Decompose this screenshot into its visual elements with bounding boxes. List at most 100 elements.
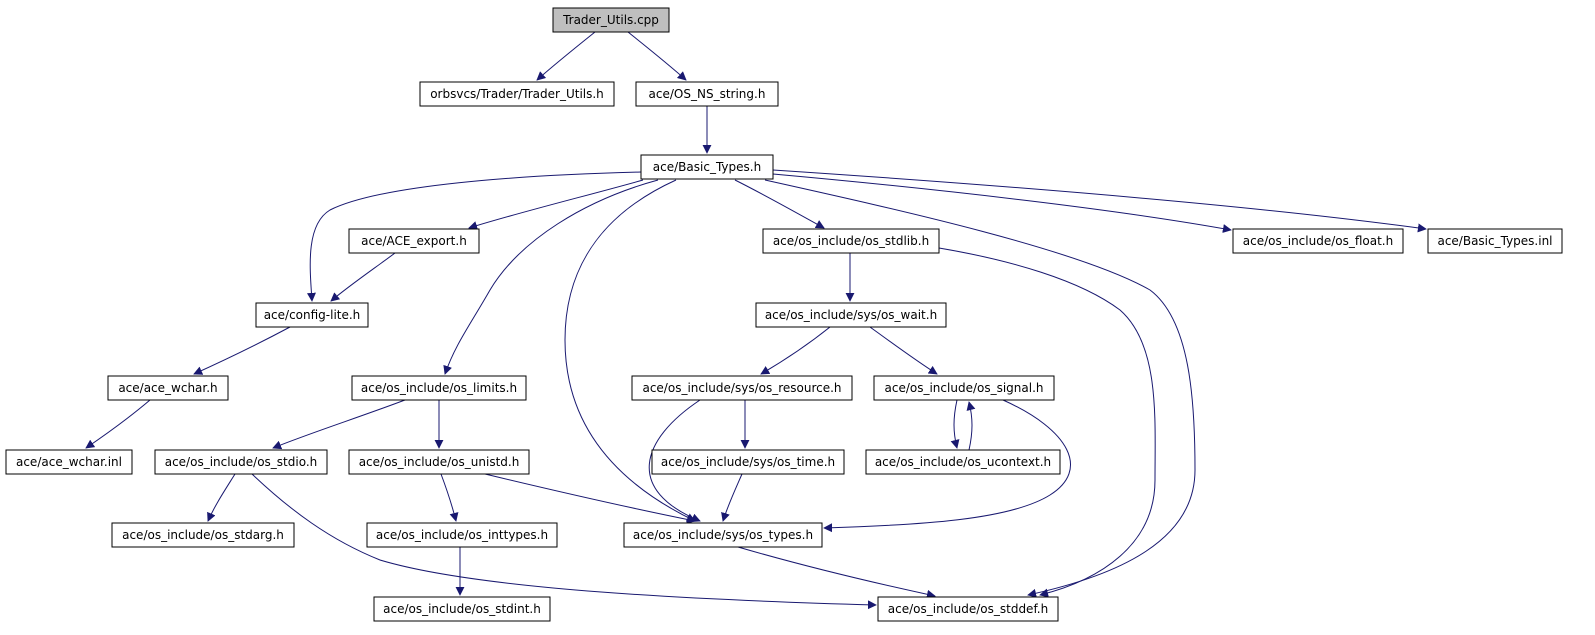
- node-label: ace/os_include/os_stdarg.h: [122, 528, 284, 542]
- node-label: ace/os_include/os_signal.h: [885, 381, 1044, 395]
- node-basic-types-h[interactable]: ace/Basic_Types.h: [640, 154, 774, 180]
- node-os-unistd-h[interactable]: ace/os_include/os_unistd.h: [348, 449, 530, 475]
- edge-os_resource_h-to-os_types_h: [648, 399, 701, 523]
- edge-line: [772, 173, 1232, 233]
- node-ace-wchar-inl[interactable]: ace/ace_wchar.inl: [5, 449, 133, 475]
- node-os-time-h[interactable]: ace/os_include/sys/os_time.h: [651, 449, 845, 475]
- node-box: [351, 375, 527, 401]
- node-label: ace/ACE_export.h: [361, 234, 467, 248]
- edge-os_signal_h-to-os_ucontext_h: [950, 399, 960, 449]
- node-ace-wchar-h[interactable]: ace/ace_wchar.h: [107, 375, 229, 401]
- edge-line: [468, 179, 644, 230]
- edge-os_limits_h-to-os_stdio_h: [272, 399, 406, 450]
- edge-line: [443, 179, 659, 375]
- edge-basic_types_h-to-basic_types_inl: [772, 169, 1427, 233]
- node-box: [755, 302, 947, 328]
- node-label: ace/ace_wchar.inl: [16, 455, 122, 469]
- edge-line: [648, 399, 701, 523]
- edge-ace_wchar_h-to-ace_wchar_inl: [85, 399, 151, 449]
- node-label: ace/os_include/sys/os_types.h: [633, 528, 813, 542]
- node-os-stdint-h[interactable]: ace/os_include/os_stdint.h: [373, 596, 551, 622]
- node-box: [873, 375, 1055, 401]
- node-box: [348, 228, 480, 254]
- node-label: ace/os_include/os_stdio.h: [165, 455, 318, 469]
- node-os-stdlib-h[interactable]: ace/os_include/os_stdlib.h: [762, 228, 940, 254]
- edges-layer: [85, 31, 1427, 610]
- node-os-stdio-h[interactable]: ace/os_include/os_stdio.h: [154, 449, 328, 475]
- edge-line: [564, 179, 696, 522]
- edge-os_signal_h-to-os_types_h: [823, 399, 1071, 533]
- edge-line: [251, 473, 877, 610]
- node-os-limits-h[interactable]: ace/os_include/os_limits.h: [351, 375, 527, 401]
- node-os-ns-string-h[interactable]: ace/OS_NS_string.h: [635, 81, 779, 107]
- node-box: [865, 449, 1061, 475]
- edge-line: [193, 326, 291, 375]
- node-os-wait-h[interactable]: ace/os_include/sys/os_wait.h: [755, 302, 947, 328]
- edge-line: [484, 473, 696, 524]
- node-label: ace/os_include/os_stddef.h: [888, 602, 1048, 616]
- node-basic-types-inl[interactable]: ace/Basic_Types.inl: [1427, 228, 1563, 254]
- node-label: ace/os_include/sys/os_resource.h: [642, 381, 841, 395]
- node-os-float-h[interactable]: ace/os_include/os_float.h: [1232, 228, 1404, 254]
- node-os-signal-h[interactable]: ace/os_include/os_signal.h: [873, 375, 1055, 401]
- node-os-ucontext-h[interactable]: ace/os_include/os_ucontext.h: [865, 449, 1061, 475]
- node-os-resource-h[interactable]: ace/os_include/sys/os_resource.h: [631, 375, 853, 401]
- node-box: [552, 7, 670, 33]
- node-box: [877, 596, 1059, 622]
- node-ace-export-h[interactable]: ace/ACE_export.h: [348, 228, 480, 254]
- edge-line: [760, 326, 831, 375]
- node-label: ace/OS_NS_string.h: [649, 87, 766, 101]
- edge-line: [772, 169, 1427, 233]
- node-box: [419, 81, 615, 107]
- edge-line: [823, 399, 1071, 533]
- node-box: [5, 449, 133, 475]
- edge-os_unistd_h-to-os_types_h: [484, 473, 696, 524]
- edge-ace_export_h-to-config_lite_h: [330, 252, 396, 302]
- edge-os_stdio_h-to-os_stdarg_h: [207, 473, 236, 522]
- node-label: ace/os_include/os_stdlib.h: [773, 234, 929, 248]
- edge-os_types_h-to-os_stddef_h: [737, 546, 936, 599]
- node-label: ace/os_include/os_inttypes.h: [376, 528, 548, 542]
- edge-line: [721, 473, 743, 522]
- node-label: ace/os_include/os_float.h: [1243, 234, 1393, 248]
- edge-basic_types_h-to-os_types_h: [564, 179, 696, 522]
- node-box: [631, 375, 853, 401]
- edge-line: [938, 247, 1156, 598]
- edge-line: [966, 401, 976, 451]
- edge-os_wait_h-to-os_signal_h: [869, 326, 938, 375]
- edge-basic_types_h-to-os_float_h: [772, 173, 1232, 233]
- edge-os_ucontext_h-to-os_signal_h: [966, 401, 976, 451]
- node-box: [366, 522, 558, 548]
- node-label: ace/os_include/os_ucontext.h: [875, 455, 1051, 469]
- edge-line: [330, 252, 396, 302]
- node-box: [762, 228, 940, 254]
- edge-os_stdio_h-to-os_stddef_h: [251, 473, 877, 610]
- node-os-stdarg-h[interactable]: ace/os_include/os_stdarg.h: [111, 522, 295, 548]
- edge-line: [207, 473, 236, 522]
- node-box: [255, 302, 369, 328]
- edge-basic_types_h-to-config_lite_h: [306, 171, 642, 302]
- node-label: ace/ace_wchar.h: [118, 381, 217, 395]
- node-os-stddef-h[interactable]: ace/os_include/os_stddef.h: [877, 596, 1059, 622]
- edge-line: [85, 399, 151, 449]
- node-label: ace/Basic_Types.inl: [1437, 234, 1552, 248]
- node-orbsvcs-trader-utils-h[interactable]: orbsvcs/Trader/Trader_Utils.h: [419, 81, 615, 107]
- edge-basic_types_h-to-os_stdlib_h: [734, 179, 825, 229]
- edge-line: [627, 31, 687, 81]
- edge-line: [734, 179, 825, 229]
- node-os-inttypes-h[interactable]: ace/os_include/os_inttypes.h: [366, 522, 558, 548]
- edge-line: [737, 546, 936, 599]
- edge-trader_utils_cpp-to-os_ns_string_h: [627, 31, 687, 81]
- edge-trader_utils_cpp-to-orbsvcs_trader_utils_h: [536, 31, 596, 81]
- node-box: [651, 449, 845, 475]
- edge-line: [869, 326, 938, 375]
- node-box: [640, 154, 774, 180]
- node-box: [1232, 228, 1404, 254]
- edge-config_lite_h-to-ace_wchar_h: [193, 326, 291, 375]
- node-box: [154, 449, 328, 475]
- node-config-lite-h[interactable]: ace/config-lite.h: [255, 302, 369, 328]
- node-label: orbsvcs/Trader/Trader_Utils.h: [430, 87, 604, 101]
- node-box: [1427, 228, 1563, 254]
- node-os-types-h[interactable]: ace/os_include/sys/os_types.h: [623, 522, 823, 548]
